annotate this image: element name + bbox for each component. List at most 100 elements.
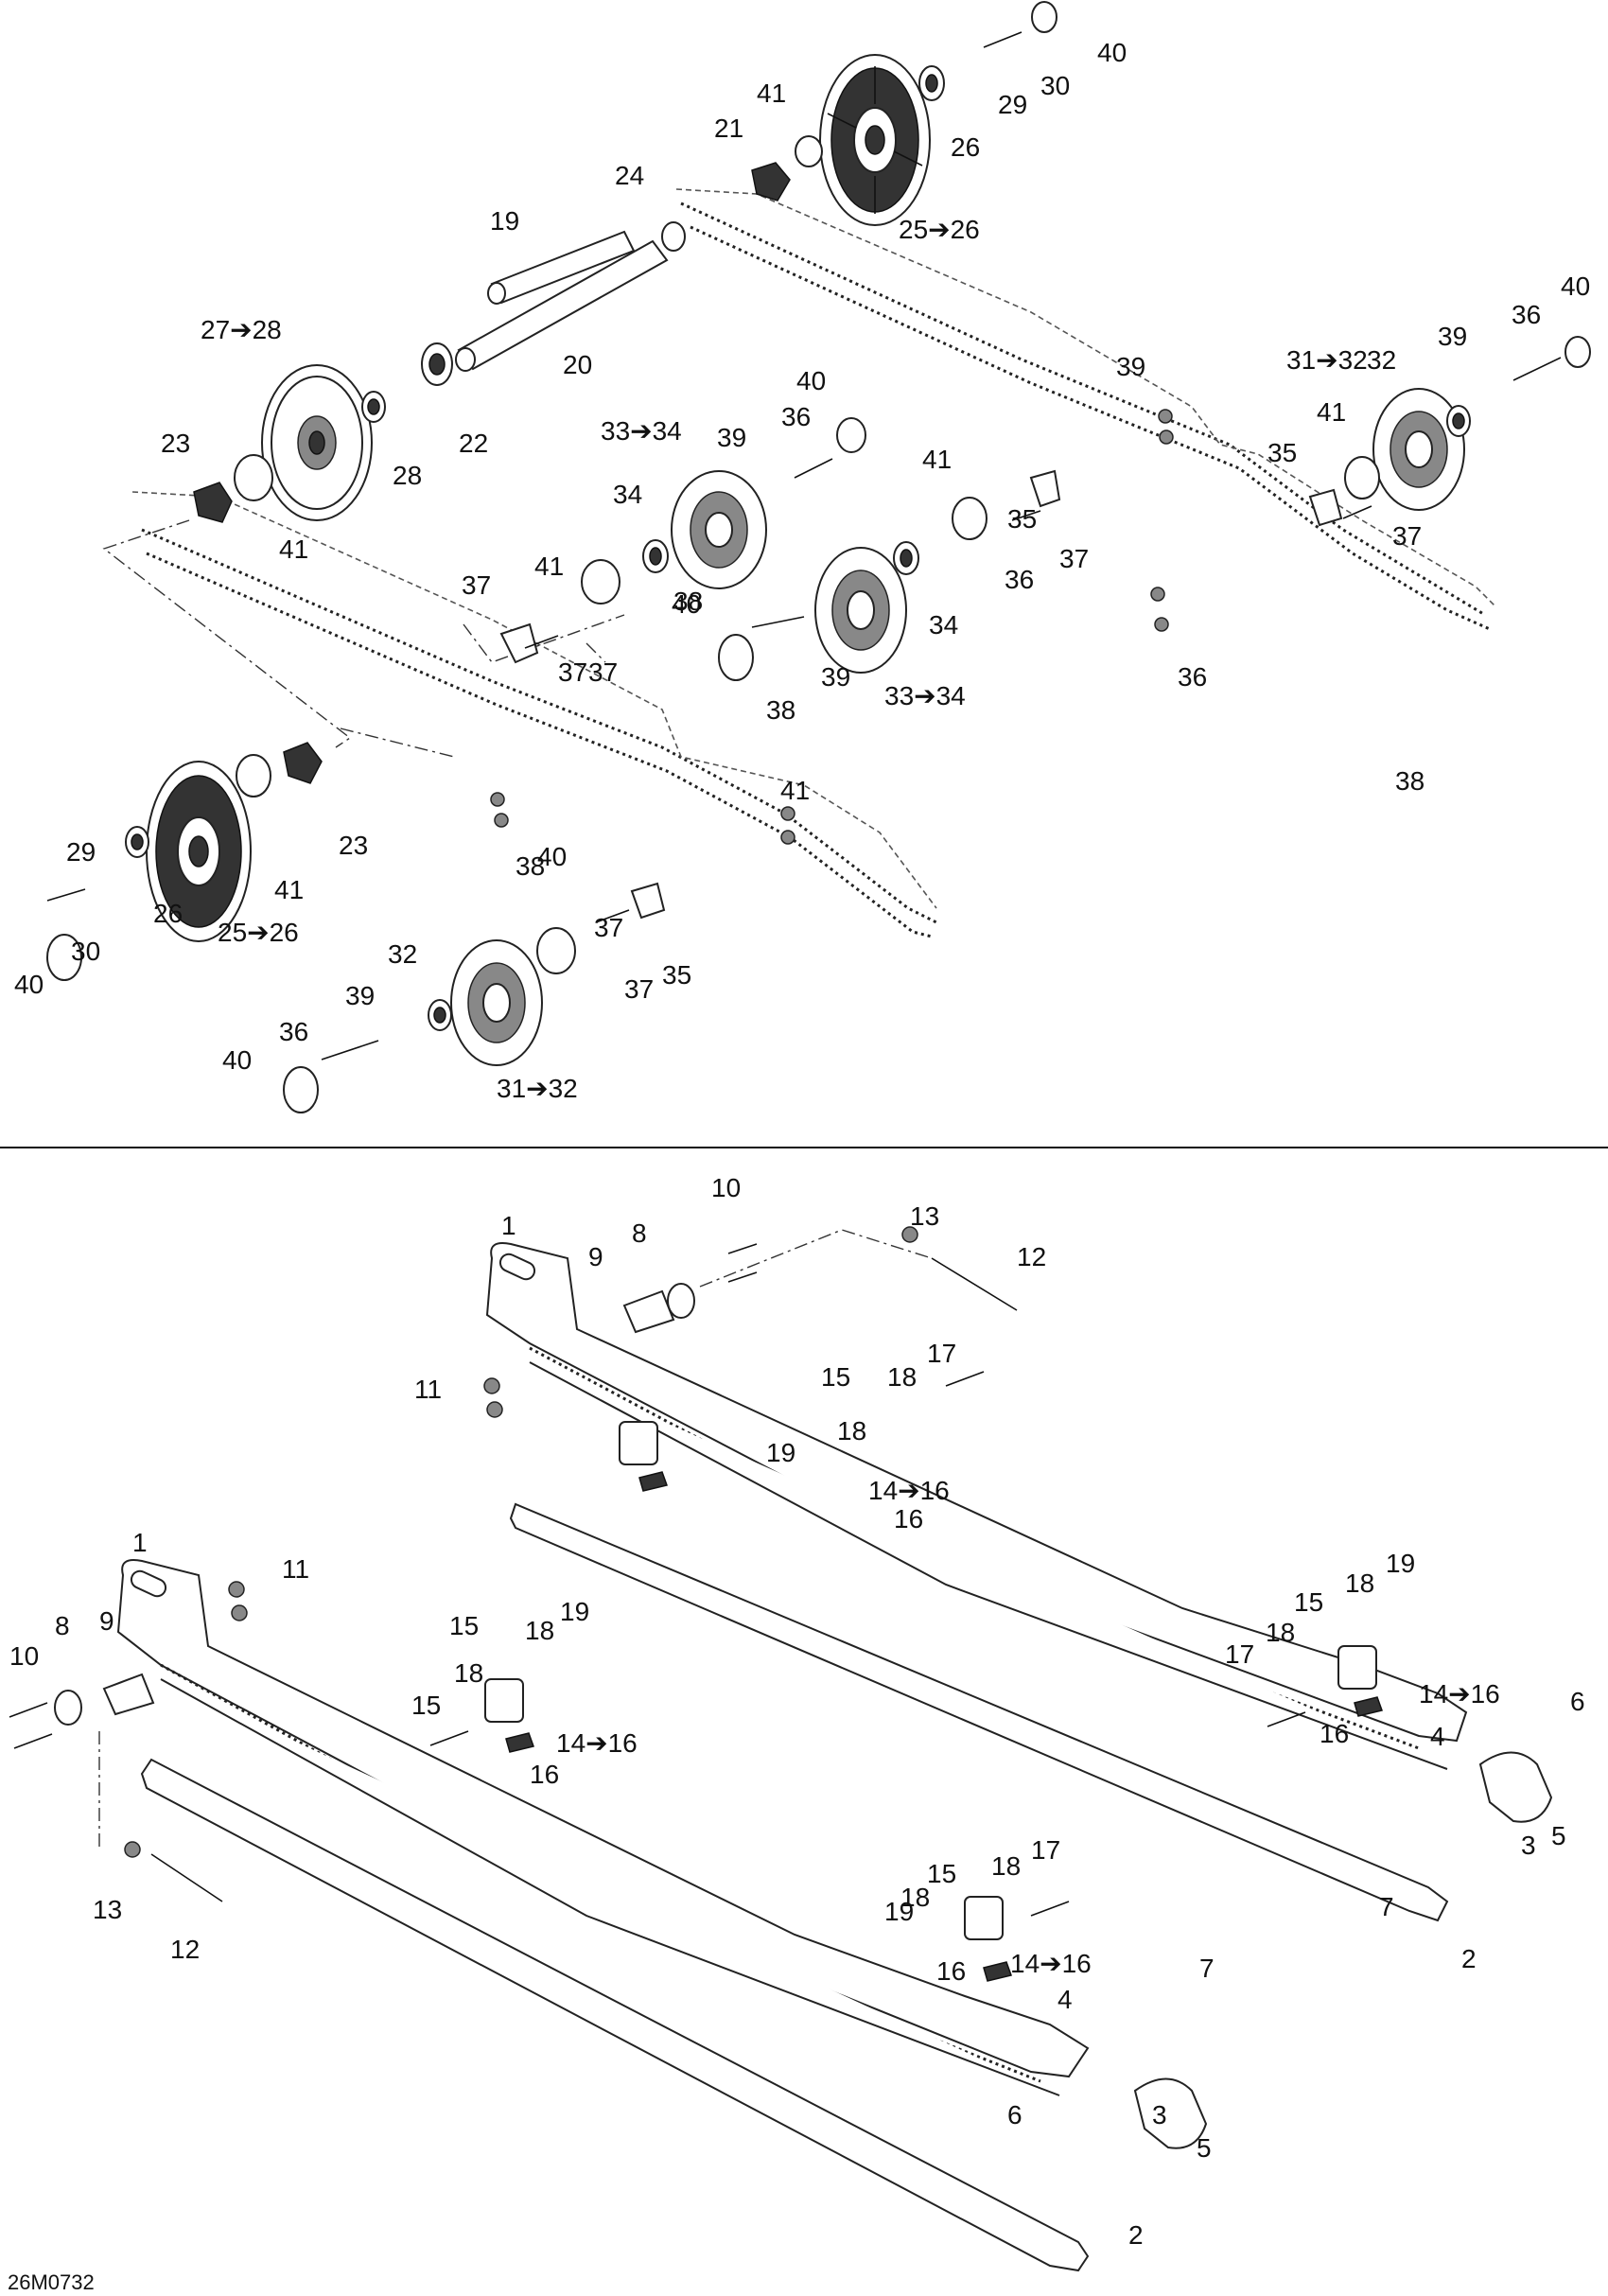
idler-wheel-center xyxy=(671,470,767,589)
callout-label: 4 xyxy=(1430,1722,1445,1751)
callout-label: 5 xyxy=(1197,2133,1212,2163)
lower-bolts xyxy=(9,1243,1306,1917)
callout-label: 14➔16 xyxy=(868,1476,950,1505)
callout-label: 22 xyxy=(459,429,488,458)
callout-label: 18 xyxy=(991,1851,1021,1881)
callout-label: 31➔32 xyxy=(497,1074,578,1103)
callout-label: 30 xyxy=(71,937,100,966)
bearings-and-washers xyxy=(125,65,1471,1031)
end-caps xyxy=(46,1,1591,1113)
callout-label: 9 xyxy=(588,1242,603,1271)
callout-label: 41 xyxy=(757,79,786,108)
callout-label: 18 xyxy=(837,1416,866,1446)
callout-label: 19 xyxy=(884,1897,914,1926)
slider-brackets xyxy=(484,1421,1383,1982)
lower-assembly: 10 13 1 8 12 9 11 15 17 18 18 19 14➔16 1… xyxy=(8,1173,1585,2294)
callout-label: 39 xyxy=(1438,322,1467,351)
callout-label: 3 xyxy=(1152,2100,1167,2129)
callout-label: 41 xyxy=(534,552,564,581)
nuts xyxy=(490,409,1174,845)
callout-label: 15 xyxy=(449,1611,479,1640)
callout-label: 36 xyxy=(279,1017,308,1046)
callout-label: 36 xyxy=(1512,300,1541,329)
callout-label: 15 xyxy=(1294,1587,1323,1617)
callout-label: 10 xyxy=(9,1641,39,1671)
callout-label: 37 xyxy=(1059,544,1089,573)
callout-label: 40 xyxy=(222,1045,252,1075)
callout-label: 17 xyxy=(927,1339,956,1368)
callout-label: 24 xyxy=(615,161,644,190)
callout-label: 13 xyxy=(910,1201,939,1231)
callout-label: 26 xyxy=(951,132,980,162)
callout-label: 16 xyxy=(894,1504,923,1534)
callout-label: 15 xyxy=(927,1859,956,1888)
callout-label: 12 xyxy=(170,1935,200,1964)
callout-label: 11 xyxy=(414,1375,442,1404)
callout-label: 4 xyxy=(1057,1985,1073,2014)
rail-ghost-upper-left xyxy=(131,491,937,938)
callout-label: 23 xyxy=(339,831,368,860)
rail-ghost-upper-right xyxy=(675,188,1495,631)
callout-label: 6 xyxy=(1007,2100,1022,2129)
callout-label: 18 xyxy=(525,1616,554,1645)
callout-label: 16 xyxy=(1320,1719,1349,1748)
callout-label: 14➔16 xyxy=(556,1728,638,1758)
callout-label: 39 xyxy=(717,423,746,452)
callout-label: 25➔26 xyxy=(899,215,980,244)
callout-label: 36 xyxy=(1178,662,1207,692)
callout-label: 10 xyxy=(711,1173,741,1202)
callout-label: 37 xyxy=(594,913,623,942)
callouts-lower: 10 13 1 8 12 9 11 15 17 18 18 19 14➔16 1… xyxy=(9,1173,1585,2250)
callout-label: 37 xyxy=(624,974,654,1004)
callout-label: 28 xyxy=(393,461,422,490)
mounting-plates xyxy=(54,1283,695,1726)
callout-label: 38 xyxy=(516,851,545,881)
callout-label: 37 xyxy=(1392,521,1422,551)
callout-label: 30 xyxy=(1040,71,1070,100)
lower-nuts xyxy=(124,1226,918,1858)
callout-label: 23 xyxy=(161,429,190,458)
callout-label: 40 xyxy=(14,970,44,999)
callouts-upper: 40 30 29 41 21 26 24 25➔26 19 27➔28 20 2… xyxy=(14,38,1590,1103)
callout-label: 33➔34 xyxy=(601,416,682,446)
callout-label: 8 xyxy=(55,1611,70,1640)
callout-label: 29 xyxy=(998,90,1027,119)
callout-label: 18 xyxy=(887,1362,917,1392)
callout-label: 13 xyxy=(93,1895,122,1924)
callout-label: 39 xyxy=(345,981,375,1010)
callout-label: 12 xyxy=(1017,1242,1046,1271)
callout-label: 17 xyxy=(1031,1835,1060,1865)
callout-label: 9 xyxy=(99,1606,114,1636)
callout-label: 41 xyxy=(922,445,952,474)
callout-label: 16 xyxy=(530,1760,559,1789)
callout-label: 40 xyxy=(1097,38,1127,67)
callout-label: 17 xyxy=(1225,1639,1254,1669)
callout-label: 26 xyxy=(153,899,183,928)
callout-label: 29 xyxy=(66,837,96,867)
callout-label: 32 xyxy=(388,939,417,969)
callout-label: 32 xyxy=(1367,345,1396,375)
callout-label: 18 xyxy=(1266,1618,1295,1647)
callout-label: 39 xyxy=(1116,352,1145,381)
callout-label: 40 xyxy=(537,842,567,871)
callout-label: 35 xyxy=(662,960,691,990)
callout-label: 35 xyxy=(1267,438,1297,467)
callout-label: 33➔34 xyxy=(884,681,966,710)
callout-label: 7 xyxy=(1379,1892,1394,1921)
wheel-large-top xyxy=(819,54,931,226)
callout-label: 8 xyxy=(632,1218,647,1248)
callout-label: 38 xyxy=(673,587,703,616)
idler-wheel-center-lower xyxy=(814,547,907,674)
wheel-large-left xyxy=(261,364,373,521)
callout-label: 18 xyxy=(900,1883,930,1912)
callout-label: 39 xyxy=(821,662,850,692)
callout-label: 36 xyxy=(781,402,811,431)
callout-label: 38 xyxy=(766,695,795,725)
callout-label: 37 xyxy=(588,657,618,687)
upper-assembly: 40 30 29 41 21 26 24 25➔26 19 27➔28 20 2… xyxy=(14,1,1591,1113)
wheel-large-lower-left xyxy=(146,761,252,942)
callout-label: 40 xyxy=(1561,272,1590,301)
brackets xyxy=(193,162,1343,920)
idler-wheel-lower xyxy=(450,939,543,1066)
